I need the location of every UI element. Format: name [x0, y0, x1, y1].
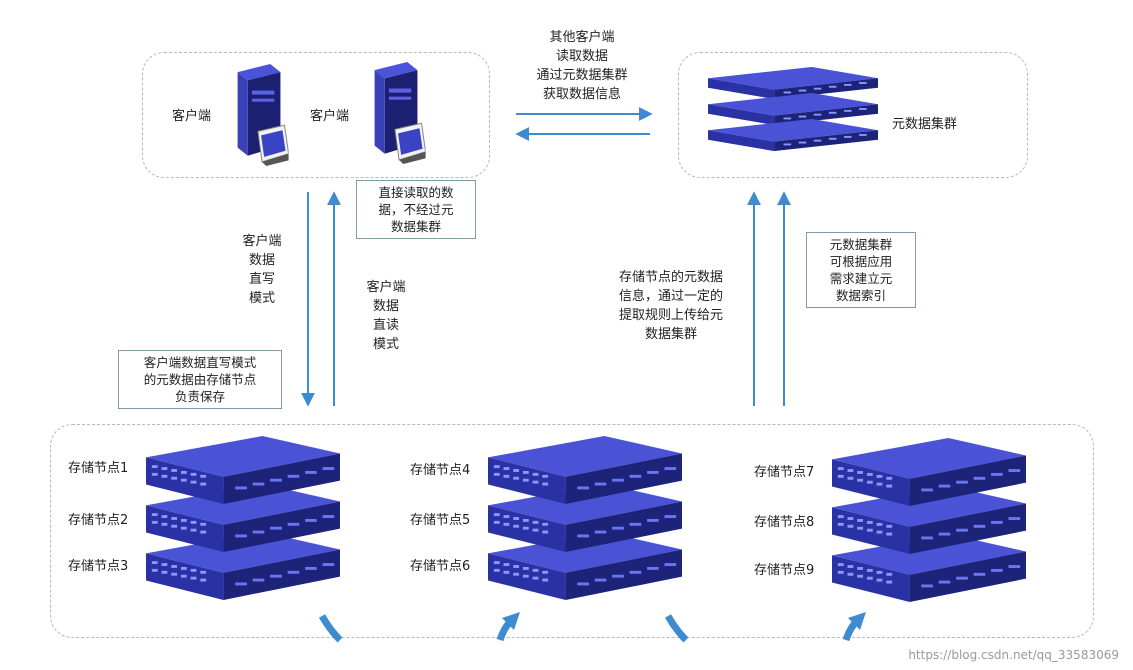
client-group-box — [142, 52, 490, 178]
write-mode-note: 客户端数据直写模式 的元数据由存储节点 负责保存 — [118, 350, 282, 409]
client-direct-read-caption: 客户端 数据 直读 模式 — [366, 280, 406, 352]
direct-read-note: 直接读取的数 据，不经过元 数据集群 — [356, 180, 476, 239]
metadata-cluster-label: 元数据集群 — [892, 117, 958, 132]
storage-node-7-label: 存储节点7 — [754, 465, 815, 480]
storage-node-6-label: 存储节点6 — [410, 559, 471, 574]
client-1-label: 客户端 — [172, 109, 212, 124]
storage-node-5-label: 存储节点5 — [410, 513, 471, 528]
client-2-label: 客户端 — [310, 109, 350, 124]
upload-caption: 存储节点的元数据 信息，通过一定的 提取规则上传给元 数据集群 — [618, 270, 723, 342]
storage-node-8-label: 存储节点8 — [754, 515, 815, 530]
storage-node-1-label: 存储节点1 — [68, 461, 129, 476]
metadata-index-note: 元数据集群 可根据应用 需求建立元 数据索引 — [806, 232, 916, 308]
client-direct-write-caption: 客户端 数据 直写 模式 — [242, 234, 282, 306]
watermark: https://blog.csdn.net/qq_33583069 — [908, 648, 1119, 662]
storage-node-4-label: 存储节点4 — [410, 463, 471, 478]
top-arrow-caption: 其他客户端 读取数据 通过元数据集群 获取数据信息 — [536, 30, 628, 102]
storage-node-9-label: 存储节点9 — [754, 563, 815, 578]
storage-node-3-label: 存储节点3 — [68, 559, 129, 574]
storage-node-2-label: 存储节点2 — [68, 513, 129, 528]
